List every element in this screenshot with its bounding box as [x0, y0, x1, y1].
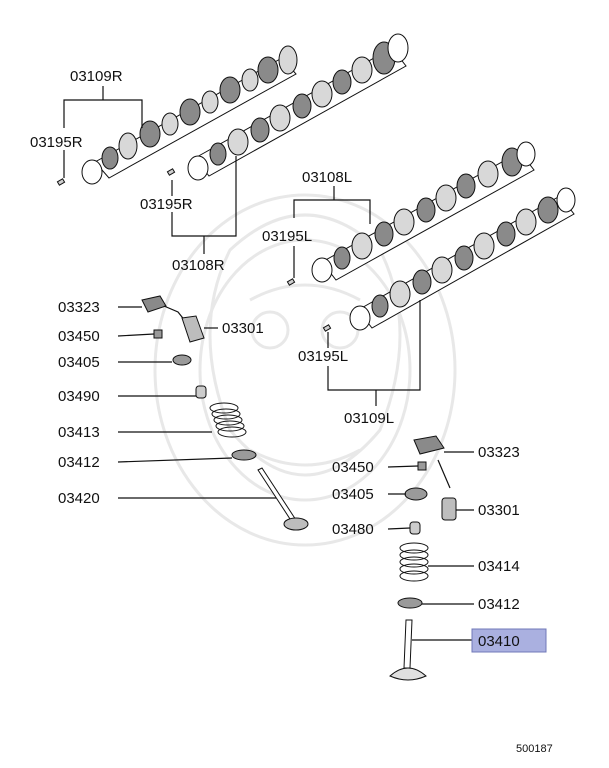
label-pin-03195l-b: 03195L: [298, 348, 348, 365]
right-leader-lines: [387, 451, 474, 641]
right-valvetrain-parts: [389, 435, 457, 681]
label-pin-03195l-a: 03195L: [262, 228, 312, 245]
label-pin-03195r-b: 03195R: [140, 196, 193, 213]
label-valve-left: 03420: [58, 490, 100, 507]
label-spring-left: 03413: [58, 424, 100, 441]
label-camshaft-03109r: 03109R: [70, 68, 123, 85]
part-labels: 03109R 03195R 03195R 03108R 03108L 03195…: [30, 68, 553, 755]
camshaft-03109r: [81, 45, 298, 185]
label-seat-right: 03412: [478, 596, 520, 613]
camshaft-03109l: [349, 187, 576, 331]
left-leader-lines: [117, 306, 276, 499]
diagram-code: 500187: [516, 743, 553, 755]
label-camshaft-03108l: 03108L: [302, 169, 352, 186]
label-valve-right-highlighted: 03410: [478, 633, 520, 650]
label-spring-right: 03414: [478, 558, 520, 575]
label-rocker-left: 03323: [58, 299, 100, 316]
label-retainer-right: 03405: [332, 486, 374, 503]
label-adjuster-left: 03450: [58, 328, 100, 345]
label-lash-left: 03301: [222, 320, 264, 337]
camshaft-03108r: [187, 33, 409, 181]
label-adjuster-right: 03450: [332, 459, 374, 476]
camshaft-03108l: [311, 141, 536, 283]
label-lash-right: 03301: [478, 502, 520, 519]
highlight-box: [471, 628, 547, 653]
label-camshaft-03109l: 03109L: [344, 410, 394, 427]
left-valvetrain-parts: [141, 295, 309, 531]
dowel-pins: [56, 168, 332, 332]
label-rocker-right: 03323: [478, 444, 520, 461]
label-seal-left: 03490: [58, 388, 100, 405]
label-seat-left: 03412: [58, 454, 100, 471]
label-camshaft-03108r: 03108R: [172, 257, 225, 274]
label-seal-right: 03480: [332, 521, 374, 538]
watermark-emblem: [153, 193, 457, 547]
camshaft-leader-lines: [63, 86, 421, 406]
label-retainer-left: 03405: [58, 354, 100, 371]
label-pin-03195r-a: 03195R: [30, 134, 83, 151]
